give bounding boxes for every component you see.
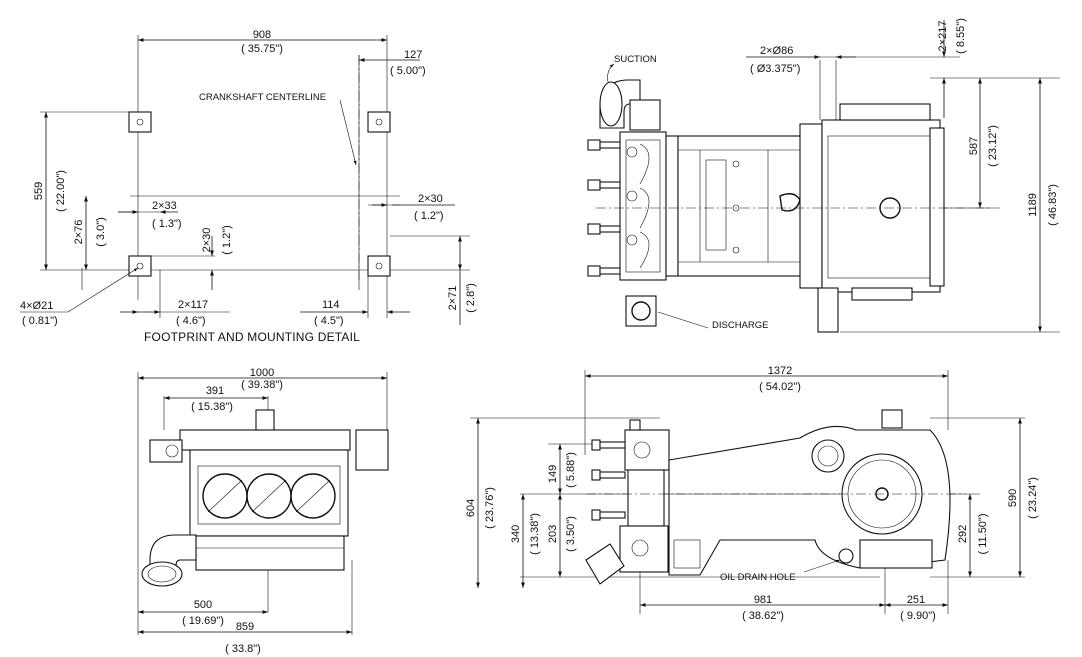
mounting-pad xyxy=(128,111,152,133)
dim-2x86: 2×Ø86 xyxy=(760,45,793,57)
mounting-hole xyxy=(375,262,383,270)
fluid-end-side xyxy=(624,429,670,471)
oil-drain-label: OIL DRAIN HOLE xyxy=(720,572,796,583)
dim-391-inch: ( 15.38") xyxy=(191,401,233,413)
dim-2x30-left-inch: ( 1.2") xyxy=(221,225,233,255)
dim-149: 149 xyxy=(547,465,559,483)
dim-2x76-inch: ( 3.0") xyxy=(95,217,107,247)
breather-side xyxy=(881,409,903,429)
manifold-top xyxy=(179,429,351,451)
dim-559-inch: ( 22.00") xyxy=(55,170,67,212)
dim-251-inch: ( 9.90") xyxy=(900,610,936,622)
side-flange-right xyxy=(355,429,389,471)
mounting-hole xyxy=(136,118,144,126)
pump-base xyxy=(195,535,345,571)
dim-2x33: 2×33 xyxy=(152,200,177,212)
dim-114-inch: ( 4.5") xyxy=(314,315,344,327)
discharge-flange xyxy=(625,295,657,327)
crank-bearing xyxy=(811,439,845,473)
discharge-label: DISCHARGE xyxy=(712,320,768,331)
dim-587-inch: ( 23.12") xyxy=(987,125,999,167)
dim-859-inch: ( 33.8") xyxy=(225,643,261,655)
dim-1189-inch: ( 46.83") xyxy=(1047,184,1059,226)
dim-114: 114 xyxy=(322,299,340,311)
front-view: 1000 ( 39.38") 391 ( 15.38") 500 ( xyxy=(137,367,389,655)
dim-2x117: 2×117 xyxy=(178,299,208,311)
footprint-caption: FOOTPRINT AND MOUNTING DETAIL xyxy=(144,330,360,344)
dim-2x71: 2×71 xyxy=(447,286,459,311)
dim-340-inch: ( 13.38") xyxy=(529,513,541,555)
suction-nozzle-side xyxy=(585,543,625,585)
dim-127-inch: ( 5.00") xyxy=(390,65,426,77)
dim-2x30-right: 2×30 xyxy=(418,193,443,205)
dim-292-inch: ( 11.50") xyxy=(977,514,989,555)
top-view: SUCTION xyxy=(587,18,1060,333)
dim-2x117-inch: ( 4.6") xyxy=(176,315,206,327)
dim-590-inch: ( 23.24") xyxy=(1027,477,1039,519)
mounting-pad xyxy=(128,255,152,277)
dim-981: 981 xyxy=(754,594,772,606)
dim-2x217: 2×217 xyxy=(937,21,949,52)
dim-1372-inch: ( 54.02") xyxy=(759,381,801,393)
dim-500-inch: ( 19.69") xyxy=(182,615,224,627)
mounting-hole xyxy=(375,118,383,126)
dim-587: 587 xyxy=(968,137,980,155)
dim-4x21-inch: ( 0.81") xyxy=(22,315,58,327)
oil-drain-hole-icon xyxy=(838,548,854,564)
dim-340: 340 xyxy=(510,525,522,543)
dim-251: 251 xyxy=(907,594,925,606)
dim-1000: 1000 xyxy=(250,367,274,379)
mounting-hole xyxy=(136,262,144,270)
dim-149-inch: ( 5.88") xyxy=(565,452,577,488)
dim-604-inch: ( 23.76") xyxy=(484,487,496,529)
dim-2x86-inch: ( Ø3.375") xyxy=(750,63,800,75)
valve-caps xyxy=(587,139,621,277)
breather-cap xyxy=(255,409,275,431)
dim-859: 859 xyxy=(236,621,254,633)
dim-590: 590 xyxy=(1007,489,1019,507)
mounting-pad xyxy=(367,111,391,133)
dim-559: 559 xyxy=(33,182,45,200)
dim-127: 127 xyxy=(404,49,422,61)
shaft-extension xyxy=(817,287,839,333)
dim-203-inch: ( 3.50") xyxy=(565,516,577,552)
suction-label: SUCTION xyxy=(614,54,657,65)
valve-caps-side xyxy=(591,439,626,521)
dim-981-inch: ( 38.62") xyxy=(742,610,784,622)
footprint-view: CRANKSHAFT CENTERLINE 908 ( 35.75") 127 … xyxy=(20,29,477,344)
dim-2x71-inch: ( 2.8") xyxy=(465,283,477,313)
dim-604: 604 xyxy=(465,499,477,517)
dim-1372: 1372 xyxy=(768,365,792,377)
power-frame xyxy=(821,119,941,293)
dim-1000-inch: ( 39.38") xyxy=(241,379,283,391)
suction-flange xyxy=(629,99,661,131)
dim-391: 391 xyxy=(206,385,224,397)
cylinder-set xyxy=(202,473,336,519)
dim-2x30-left: 2×30 xyxy=(201,228,213,253)
side-view: OIL DRAIN HOLE 1372 ( 54.02") 604 ( 23.7… xyxy=(465,365,1039,622)
dim-908-inch: ( 35.75") xyxy=(241,43,283,55)
dim-4x21: 4×Ø21 xyxy=(20,300,53,312)
discharge-port xyxy=(631,301,651,321)
fluid-end xyxy=(619,131,667,281)
crankshaft-label: CRANKSHAFT CENTERLINE xyxy=(199,92,326,103)
dim-2x33-inch: ( 1.3") xyxy=(152,218,182,230)
fluid-end-front xyxy=(189,449,349,537)
dim-1189: 1189 xyxy=(1027,193,1039,217)
suction-manifold-side xyxy=(619,525,669,573)
suction-port xyxy=(599,81,623,127)
dim-2x76: 2×76 xyxy=(73,220,85,245)
dim-908: 908 xyxy=(253,29,271,41)
dim-203: 203 xyxy=(547,525,559,543)
dim-2x217-inch: ( 8.55") xyxy=(955,18,967,54)
dim-2x30-right-inch: ( 1.2") xyxy=(414,210,444,222)
dim-292: 292 xyxy=(957,525,969,543)
cradle xyxy=(677,135,811,277)
dim-500: 500 xyxy=(194,599,212,611)
mounting-pad xyxy=(367,255,391,277)
suction-opening-front xyxy=(141,561,183,587)
